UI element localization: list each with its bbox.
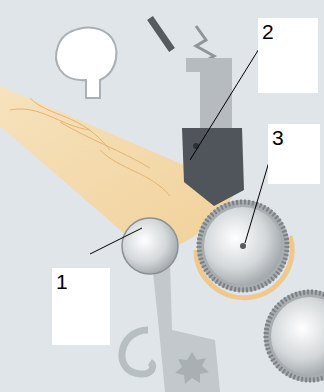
callout-number: 3 <box>272 126 284 149</box>
callout-number: 1 <box>56 270 68 293</box>
callout-box: 3 <box>268 124 320 184</box>
callout-box: 1 <box>52 268 110 345</box>
callout-box: 2 <box>258 18 318 93</box>
lower-roller <box>271 297 324 375</box>
small-roller <box>122 218 178 274</box>
blade-pivot <box>193 143 199 149</box>
large-roller <box>204 207 282 285</box>
star-wheel <box>175 352 209 384</box>
gear-rim <box>264 290 324 382</box>
suction-bulb <box>56 28 116 98</box>
blade-holder <box>186 58 232 130</box>
leader-line <box>190 44 262 160</box>
gear-rim <box>197 200 289 292</box>
leader-line <box>90 228 142 254</box>
callout-number: 2 <box>262 20 274 43</box>
roller-axle <box>240 243 246 249</box>
hook-part <box>122 330 153 374</box>
gear-teeth <box>199 202 287 290</box>
gear-teeth <box>266 292 324 380</box>
fixed-bar <box>150 18 172 50</box>
doctor-blade <box>182 128 244 206</box>
web-fibres <box>10 98 170 196</box>
